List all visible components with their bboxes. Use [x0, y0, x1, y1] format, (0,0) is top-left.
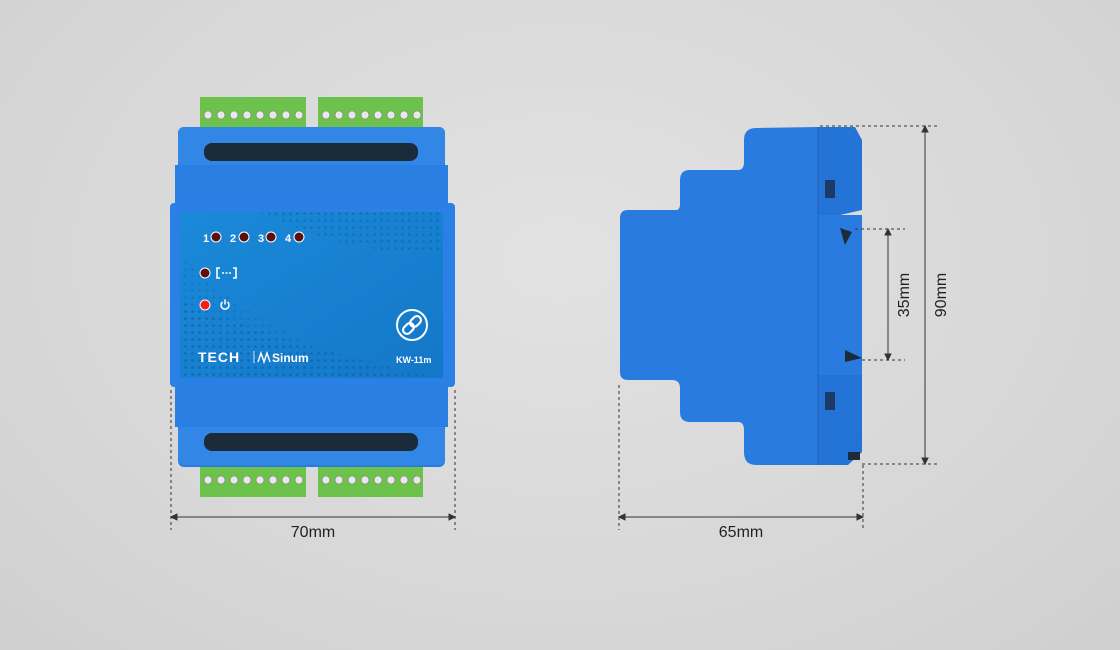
model-label: KW-11m — [396, 355, 431, 365]
led-label-2: 2 — [230, 233, 236, 245]
height-label: 90mm — [933, 273, 950, 317]
front-view-device: 1 2 3 4 TECH Sinum KW-11m — [170, 97, 455, 497]
led-label-4: 4 — [285, 233, 292, 245]
sinum-logo-icon — [257, 350, 271, 365]
side-view-device — [620, 127, 862, 465]
rail-dimension — [855, 227, 905, 362]
rail-label: 35mm — [896, 273, 913, 317]
width-dimension — [169, 390, 457, 530]
led-label-1: 1 — [203, 233, 209, 245]
power-icon — [220, 299, 230, 310]
tech-logo: TECH — [198, 349, 240, 365]
depth-dimension — [617, 385, 865, 530]
power-led — [199, 299, 211, 311]
link-icon — [396, 309, 428, 341]
led-4 — [293, 231, 305, 243]
connection-icon — [216, 267, 237, 279]
led-label-3: 3 — [258, 233, 264, 245]
width-label: 70mm — [291, 524, 335, 541]
top-terminal-block — [200, 97, 423, 127]
link-led — [199, 267, 211, 279]
depth-label: 65mm — [719, 524, 763, 541]
led-3 — [265, 231, 277, 243]
bottom-terminal-block — [200, 466, 423, 497]
sinum-logo: Sinum — [272, 351, 309, 365]
height-dimension — [820, 124, 940, 466]
led-2 — [238, 231, 250, 243]
channel-leds: 1 2 3 4 — [203, 231, 305, 245]
led-1 — [210, 231, 222, 243]
